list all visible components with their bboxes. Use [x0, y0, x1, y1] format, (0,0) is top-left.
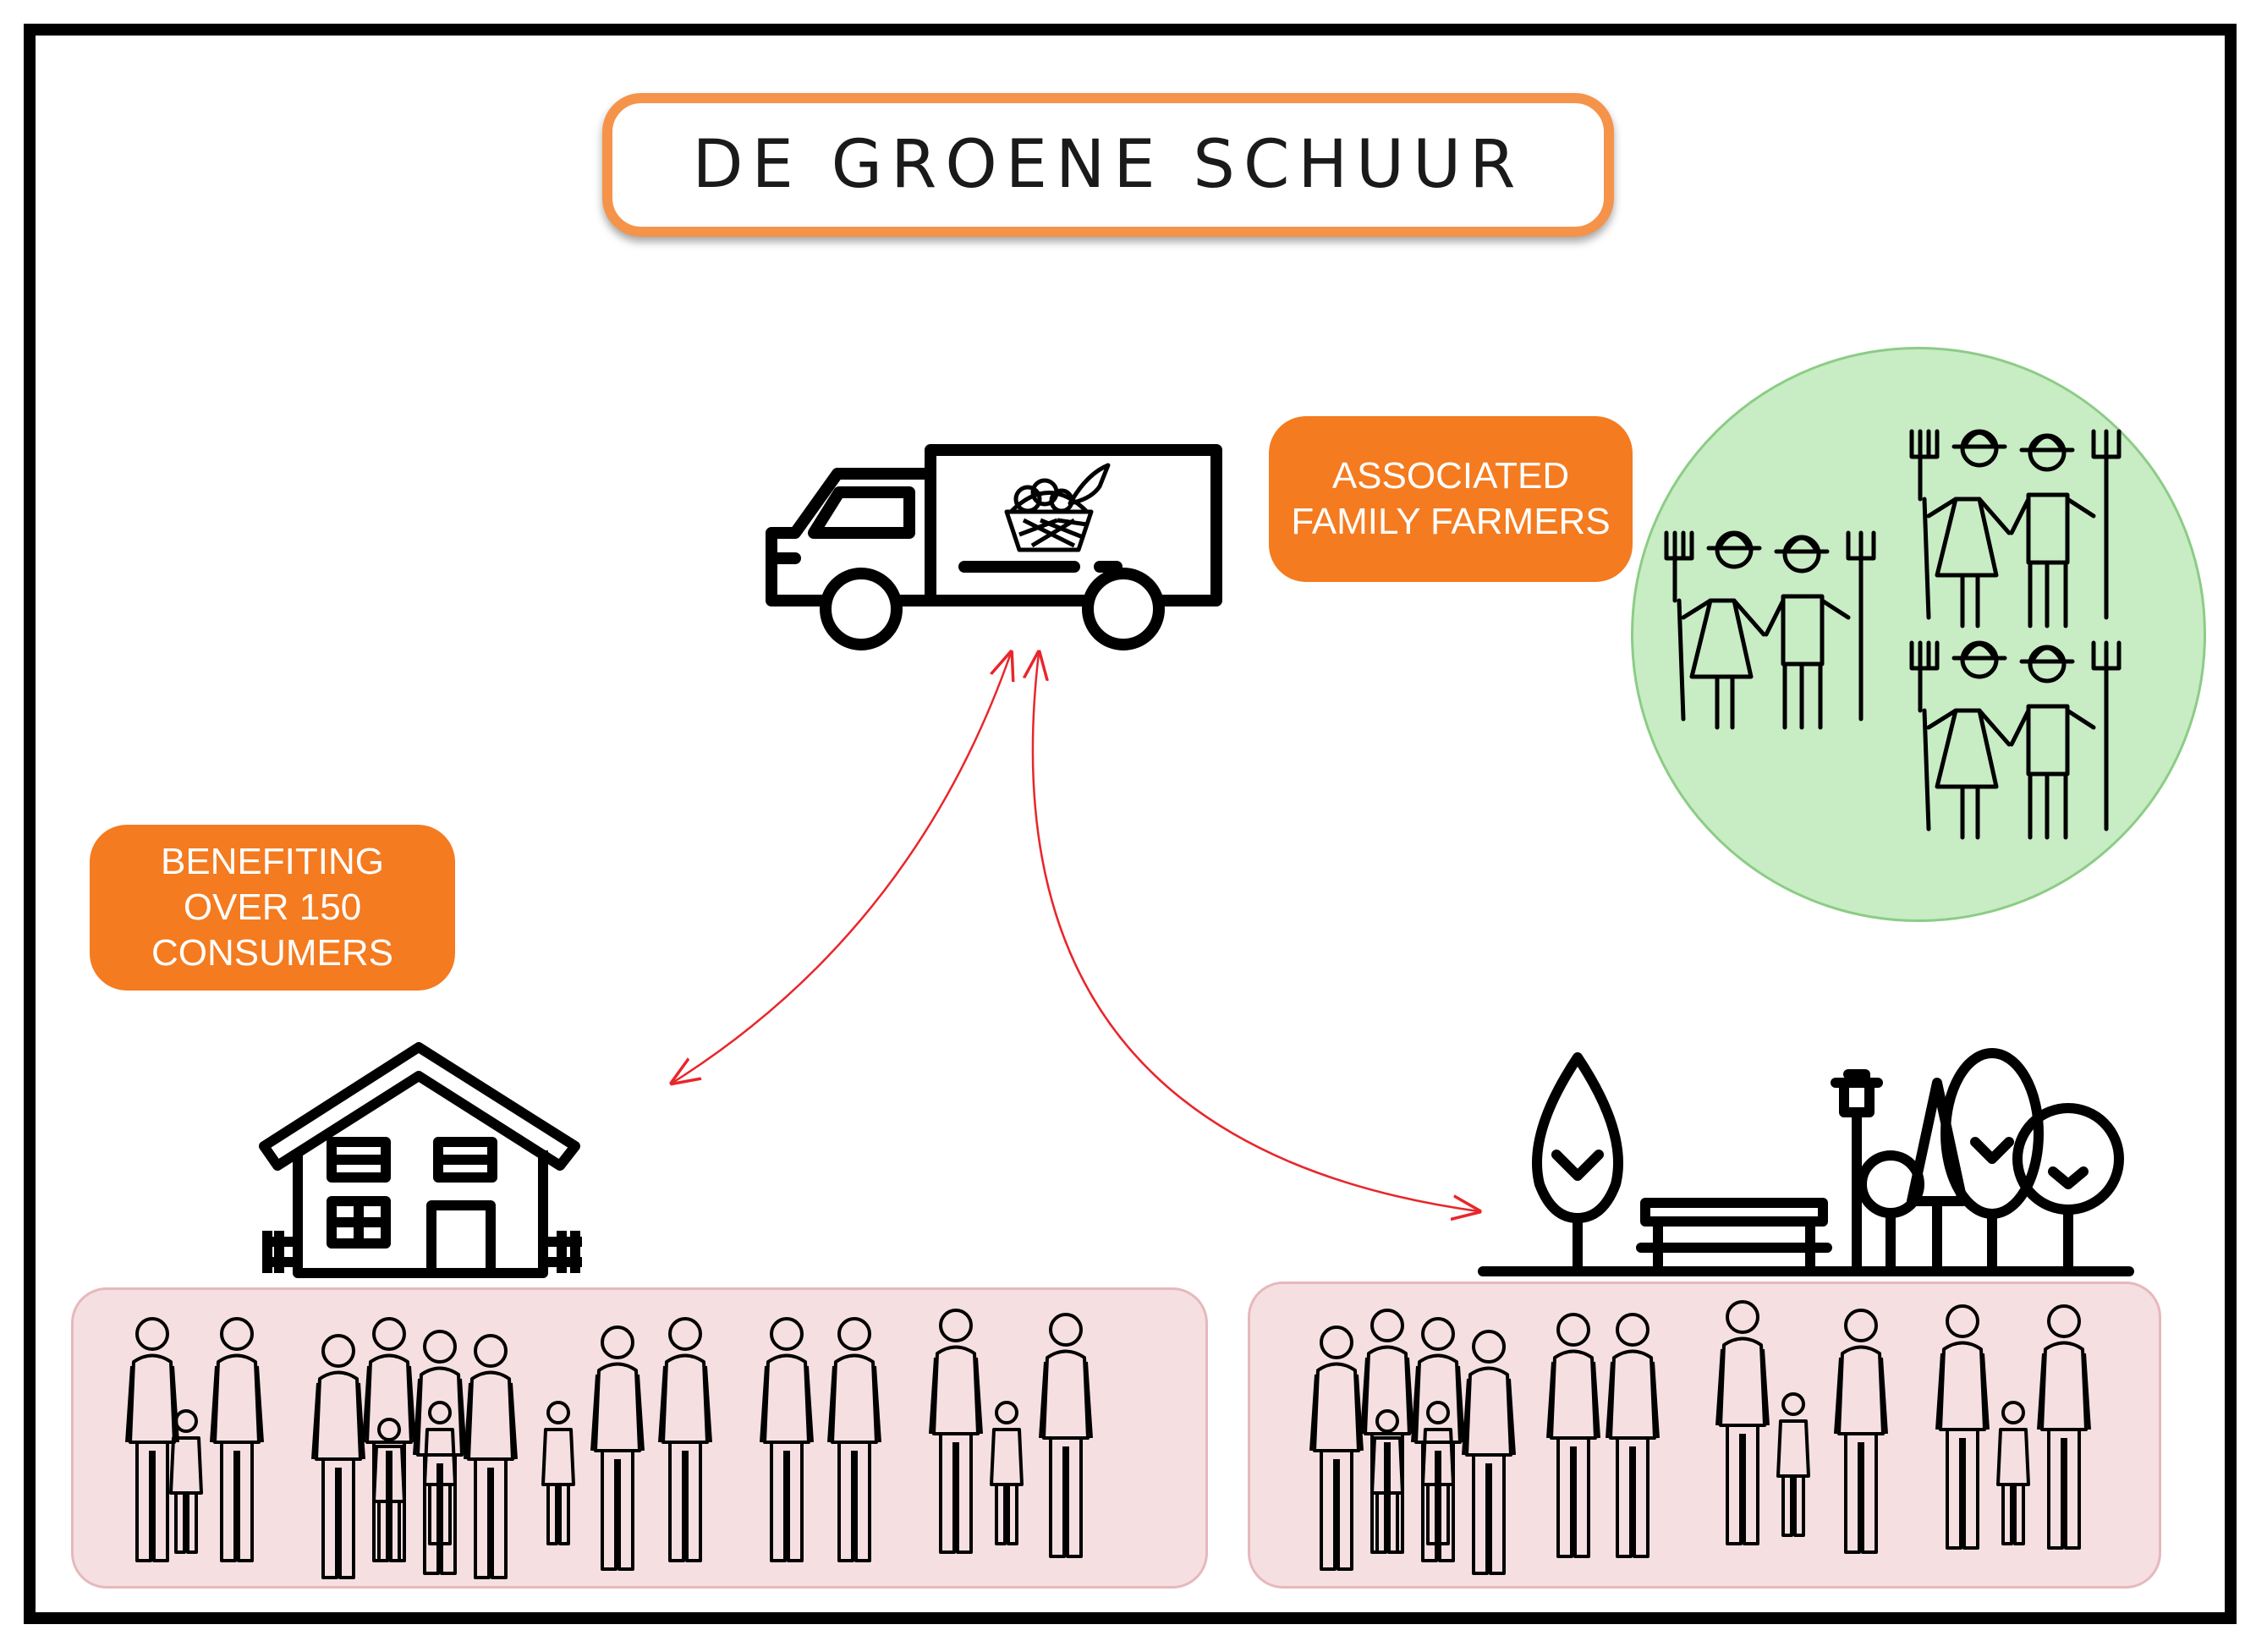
park-icon — [1478, 1048, 2134, 1276]
arrow-truck-to-park — [1033, 653, 1479, 1211]
family-icon — [1715, 1300, 1888, 1554]
diagram-title: DE GROENE SCHUUR — [692, 127, 1524, 203]
family-icon — [760, 1317, 881, 1562]
consumers-badge-line-3: CONSUMERS — [151, 932, 394, 974]
family-icon — [1309, 1309, 1516, 1575]
home-families-icon — [125, 1309, 1093, 1579]
family-icon — [929, 1309, 1093, 1558]
arrow-truck-to-home — [672, 653, 1011, 1083]
family-icon — [125, 1317, 264, 1562]
tree-left — [1532, 1052, 1623, 1223]
farmers-badge-line-1: ASSOCIATED — [1331, 455, 1570, 497]
delivery-truck-icon — [766, 444, 1222, 650]
title-box: DE GROENE SCHUUR — [602, 93, 1614, 237]
consumers-badge-line-1: BENEFITING — [160, 841, 385, 882]
farmers-group — [1649, 414, 2191, 854]
family-icon — [541, 1317, 712, 1571]
house-icon — [259, 1042, 582, 1278]
consumers-badge: BENEFITING OVER 150 CONSUMERS — [90, 825, 455, 991]
produce-basket-icon — [1004, 463, 1111, 552]
farmers-badge: ASSOCIATED FAMILY FARMERS — [1269, 416, 1633, 582]
park-families-icon — [1309, 1300, 2091, 1575]
consumers-badge-line-2: OVER 150 — [183, 886, 362, 928]
family-icon — [311, 1317, 518, 1579]
family-icon — [1935, 1304, 2091, 1550]
family-icon — [1546, 1313, 1660, 1558]
farmers-badge-line-2: FAMILY FARMERS — [1291, 501, 1611, 542]
